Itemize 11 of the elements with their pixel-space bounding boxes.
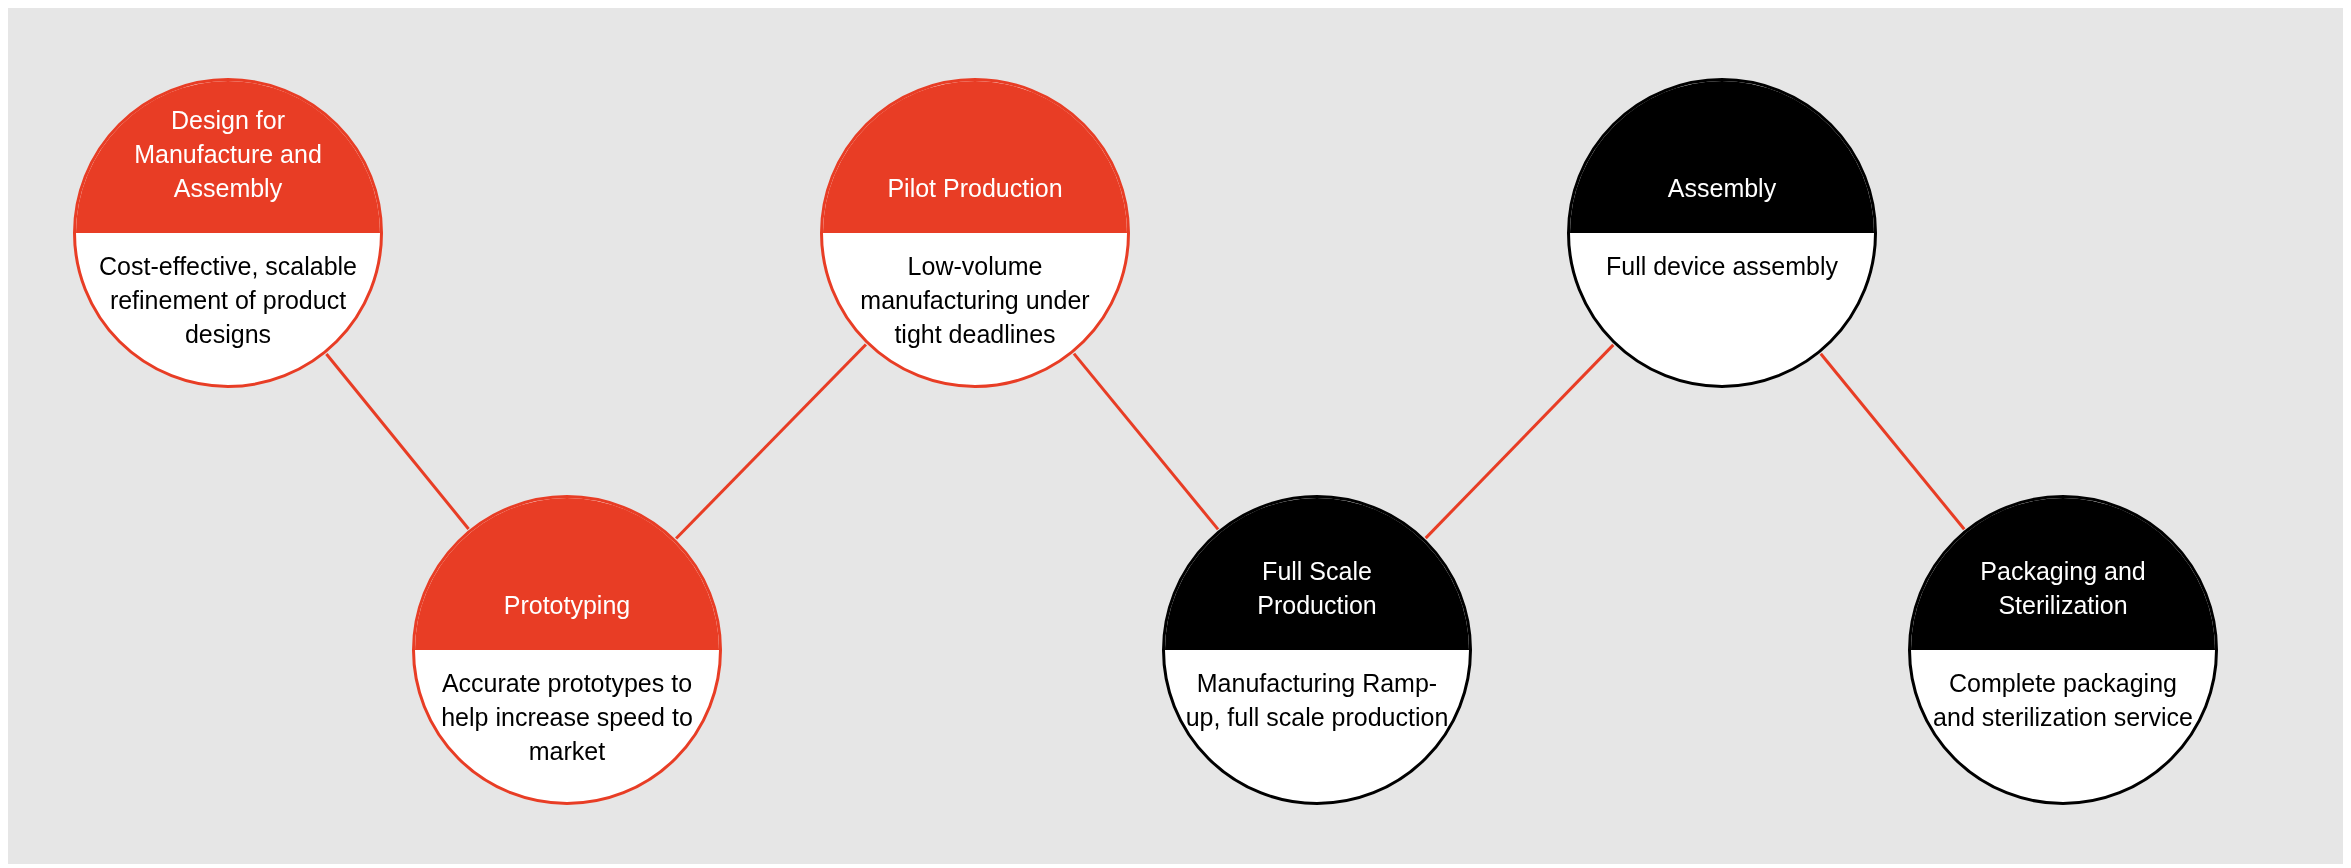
circle-description: Full device assembly (1605, 251, 1839, 282)
connector-line (1819, 352, 1966, 531)
circle-description: Manufacturing Ramp-up, full scale production (1184, 668, 1450, 733)
connector-line (675, 343, 867, 540)
circle-description: Cost-effective, scalable refinement of product designs (98, 251, 358, 350)
connector-line (1424, 343, 1615, 540)
connector-line (1072, 352, 1220, 531)
circle-description: Low-volume manufacturing under tight deadlines (859, 251, 1091, 350)
connector-line (325, 353, 470, 530)
circle-description: Complete packaging and sterilization service (1932, 668, 2194, 733)
circle-description: Accurate prototypes to help increase speed to market (440, 668, 694, 767)
